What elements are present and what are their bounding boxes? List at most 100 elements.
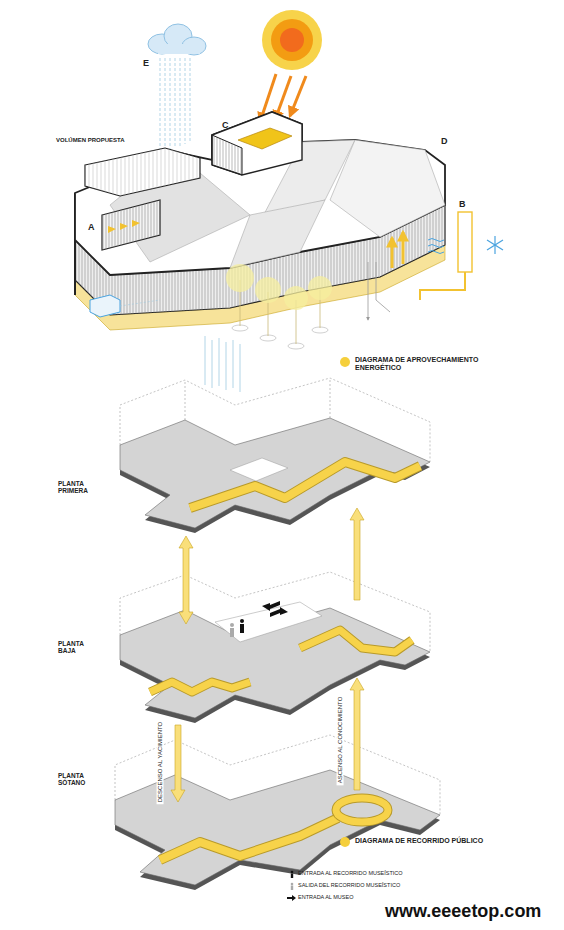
cloud-rain-part: [160, 58, 190, 152]
heat-exchanger-part-part: [428, 251, 444, 254]
building-part-part: [368, 262, 369, 320]
cloud-rain-part-part: [160, 58, 161, 150]
sun-part: [262, 10, 322, 70]
building-part: [75, 112, 445, 275]
floor-plates-part: [190, 462, 420, 508]
volume-label: VOLÚMEN PROPUESTA: [56, 137, 125, 144]
legend-icons: [287, 871, 296, 901]
sun: [260, 10, 322, 122]
floor-plates-part: [115, 770, 440, 885]
legend-swatch: [340, 357, 350, 367]
building-part: [102, 200, 160, 250]
floor-plates-part-part: [230, 623, 234, 627]
heat-exchanger-part-part: [428, 239, 444, 242]
floor-plates: [115, 378, 440, 890]
heat-exchanger-part: [458, 212, 472, 272]
legend-icons-part: [291, 886, 293, 891]
building-part: [330, 140, 445, 237]
cloud-rain-part-part: [190, 58, 191, 142]
cloud-rain-part-part: [170, 58, 171, 150]
floor-plates-part-part: [230, 628, 234, 637]
building-part-part: [376, 262, 390, 312]
building-part-part: [402, 232, 405, 264]
ground-trees-part: [120, 300, 160, 306]
cloud-rain-part-part: [185, 58, 186, 144]
floor-plates-part: [230, 623, 234, 637]
floor-plates-part: [240, 619, 244, 633]
building-part: [392, 232, 403, 268]
ground-trees-part-part: [226, 342, 227, 390]
heat-exchanger-part-part: [487, 240, 503, 250]
ground-trees-part-part: [233, 340, 234, 388]
legend-icons-part: [291, 874, 293, 879]
building: [75, 112, 445, 330]
floor-plates-part: [215, 602, 322, 642]
ground-trees-part-part: [212, 340, 213, 388]
heat-exchanger-part-part: [487, 240, 503, 250]
building-part-part: [391, 238, 394, 268]
ground-trees-part-part: [240, 344, 241, 392]
ground-trees-part: [232, 325, 328, 349]
floor-plates-part: [160, 818, 338, 860]
floor-plates-part: [150, 682, 250, 692]
building-part-part: [120, 223, 128, 230]
floor-plates-part: [262, 601, 288, 617]
cloud-rain-part: [158, 44, 200, 54]
path-label: DESCENSO AL YACIMIENTO: [157, 720, 164, 804]
building-part: [108, 220, 140, 233]
callout-letter: A: [88, 222, 95, 232]
legend-text: ENTRADA AL MUSEO: [298, 894, 353, 900]
building-part: [85, 148, 200, 196]
building-part: [238, 128, 292, 149]
cloud-rain-part-part: [180, 58, 181, 146]
sun-part: [280, 28, 304, 52]
legend-icons-part: [287, 895, 296, 901]
floor-plates-part: [336, 798, 388, 822]
ground-trees-part: [205, 336, 240, 392]
floor-plates-part: [120, 418, 430, 528]
ground-trees-part-part: [226, 264, 254, 292]
building-part: [85, 148, 200, 196]
floor-plates-part: [230, 458, 288, 481]
legend-icons-part: [291, 883, 294, 886]
heat-exchanger-part: [487, 236, 503, 254]
ground-trees-part-part: [308, 276, 332, 300]
floor-plates-part: [336, 798, 388, 822]
sun-part: [271, 19, 313, 61]
ground-trees: [90, 264, 332, 392]
sun-part-part: [290, 76, 306, 116]
legend-text: DIAGRAMA DE APROVECHAMIENTO ENERGÉTICO: [355, 356, 505, 372]
floor-plates-part: [300, 630, 412, 652]
heat-exchanger-part: [428, 239, 444, 254]
ground-trees-part: [226, 264, 332, 310]
floor-plates-part-part: [262, 601, 280, 611]
building-part: [212, 112, 302, 175]
legend-text: SALIDA DEL RECORRIDO MUSEÍSTICO: [298, 882, 400, 888]
building-part-part: [132, 220, 140, 227]
building-part: [212, 135, 242, 175]
circulation-arrows-part: [171, 725, 185, 802]
legend-swatch: [340, 837, 350, 847]
floor-plates-part: [300, 630, 412, 652]
floor-plates-part: [160, 818, 338, 860]
building-part: [102, 200, 160, 250]
building-part: [230, 200, 325, 268]
callout-letter: E: [143, 58, 149, 68]
ground-trees-part-part: [284, 286, 308, 310]
legend-text: ENTRADA AL RECORRIDO MUSEÍSTICO: [298, 870, 403, 876]
floor-plates-part-part: [240, 624, 244, 633]
watermark: www.eeeetop.com: [385, 901, 541, 922]
legend-icons-part: [291, 871, 294, 874]
building-part: [368, 262, 390, 320]
ground-trees-part-part: [219, 338, 220, 386]
cloud-rain-part-part: [175, 58, 176, 148]
building-part-part: [108, 226, 116, 233]
ground-trees-part-part: [255, 277, 281, 303]
legend-text: DIAGRAMA DE RECORRIDO PÚBLICO: [355, 837, 505, 845]
floor-plates-part: [190, 462, 420, 508]
callout-letter: C: [222, 120, 229, 130]
cloud-rain-part-part: [165, 58, 166, 152]
path-label: ASCENSO AL CONOCIMIENTO: [337, 695, 344, 786]
circulation-arrows-part: [179, 536, 193, 624]
